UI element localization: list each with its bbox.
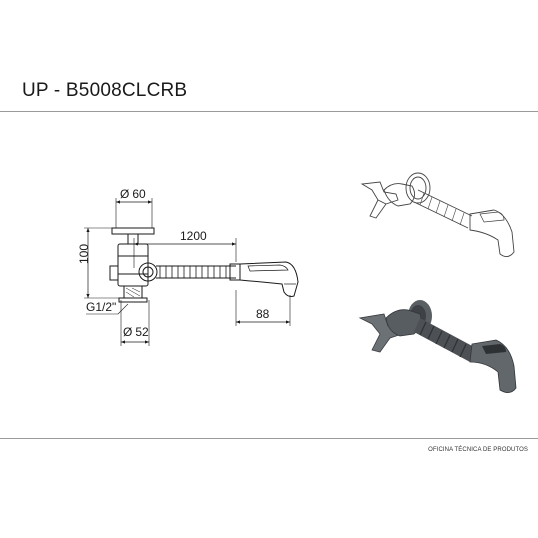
dimension-top-diameter (115, 198, 153, 228)
dimension-spray-length (235, 290, 291, 326)
perspective-lineart-view (360, 172, 515, 257)
dimension-label-hose-length: 1200 (180, 229, 207, 243)
front-view (84, 198, 299, 346)
header-divider (0, 111, 538, 112)
dimension-label-thread: G1/2" (86, 300, 116, 314)
dimension-label-height: 100 (77, 244, 91, 264)
page-title: UP - B5008CLCRB (22, 80, 188, 101)
dimension-bottom-diameter (86, 300, 150, 346)
dimension-hose-length (133, 238, 237, 268)
perspective-rendered-view (358, 300, 517, 393)
dimension-label-spray-length: 88 (256, 307, 270, 321)
footer-text: OFICINA TÉCNICA DE PRODUTOS (428, 447, 528, 453)
footer-divider (0, 438, 538, 439)
